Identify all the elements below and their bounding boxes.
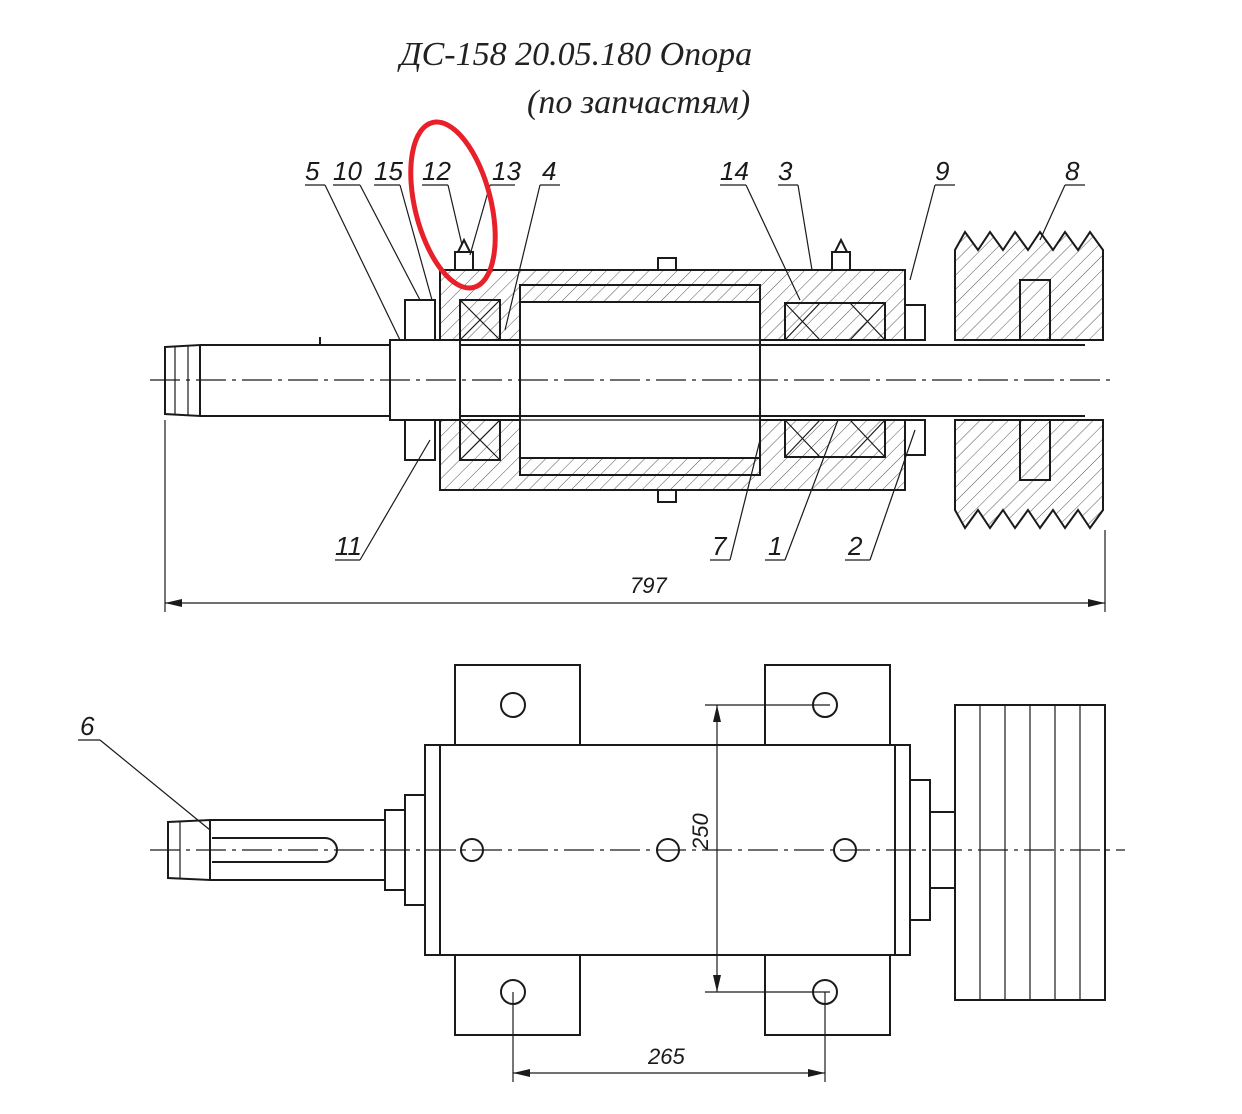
- housing-top: [439, 269, 906, 341]
- part-label-10: 10: [333, 156, 362, 186]
- title-line-1: ДС-158 20.05.180 Опора: [400, 36, 753, 73]
- mount-hole: [500, 692, 526, 718]
- bearing-right: [784, 302, 886, 458]
- part-label-6: 6: [80, 711, 95, 741]
- plan-pulley: [954, 704, 1106, 1001]
- part-label-4: 4: [542, 156, 556, 186]
- part-label-12: 12: [422, 156, 451, 186]
- nut: [833, 838, 857, 862]
- left-cover-top: [404, 299, 436, 341]
- part-label-1: 1: [768, 531, 782, 561]
- bolt-top: [657, 257, 677, 271]
- nut: [656, 838, 680, 862]
- central-roller: [519, 284, 761, 476]
- plan-view: 6 250 265: [78, 664, 1125, 1082]
- dim-797: 797: [630, 573, 667, 598]
- foot-bottom-right: [764, 954, 891, 1036]
- dimension-265: 265: [512, 992, 826, 1082]
- part-label-7: 7: [712, 531, 728, 561]
- title-line-2: (по запчастям): [527, 84, 751, 121]
- part-label-3: 3: [778, 156, 793, 186]
- left-cover-bottom: [404, 419, 436, 461]
- bolt-bottom: [657, 489, 677, 503]
- part-label-14: 14: [720, 156, 749, 186]
- nut: [460, 838, 484, 862]
- right-cover-bottom: [904, 419, 926, 456]
- part-label-9: 9: [935, 156, 949, 186]
- keyway: [212, 837, 338, 863]
- highlight-ellipse: [408, 119, 498, 291]
- dimension-overall: 797: [164, 420, 1106, 612]
- shaft-left: [200, 344, 390, 417]
- housing-bottom: [439, 419, 906, 491]
- foot-bottom-left: [454, 954, 581, 1036]
- dim-265: 265: [647, 1044, 685, 1069]
- pulley-section: [954, 230, 1104, 530]
- dim-250: 250: [688, 813, 713, 851]
- right-cover-top: [904, 304, 926, 341]
- section-view: 5 10 15 12 13 4 14 3 9 8 11 7 1: [150, 119, 1115, 612]
- part-label-15: 15: [374, 156, 403, 186]
- part-label-2: 2: [847, 531, 863, 561]
- foot-top-left: [454, 664, 581, 746]
- part-label-13: 13: [492, 156, 521, 186]
- part-label-5: 5: [305, 156, 320, 186]
- foot-top-right: [764, 664, 891, 746]
- grease-nipple-left: [454, 237, 474, 271]
- part-label-11: 11: [335, 531, 362, 561]
- part-label-8: 8: [1065, 156, 1080, 186]
- part-labels: 5 10 15 12 13 4 14 3 9 8 11 7 1: [305, 156, 1085, 561]
- grease-nipple-right: [831, 237, 851, 271]
- bearing-left: [459, 299, 501, 461]
- dimension-250: 250: [688, 704, 830, 993]
